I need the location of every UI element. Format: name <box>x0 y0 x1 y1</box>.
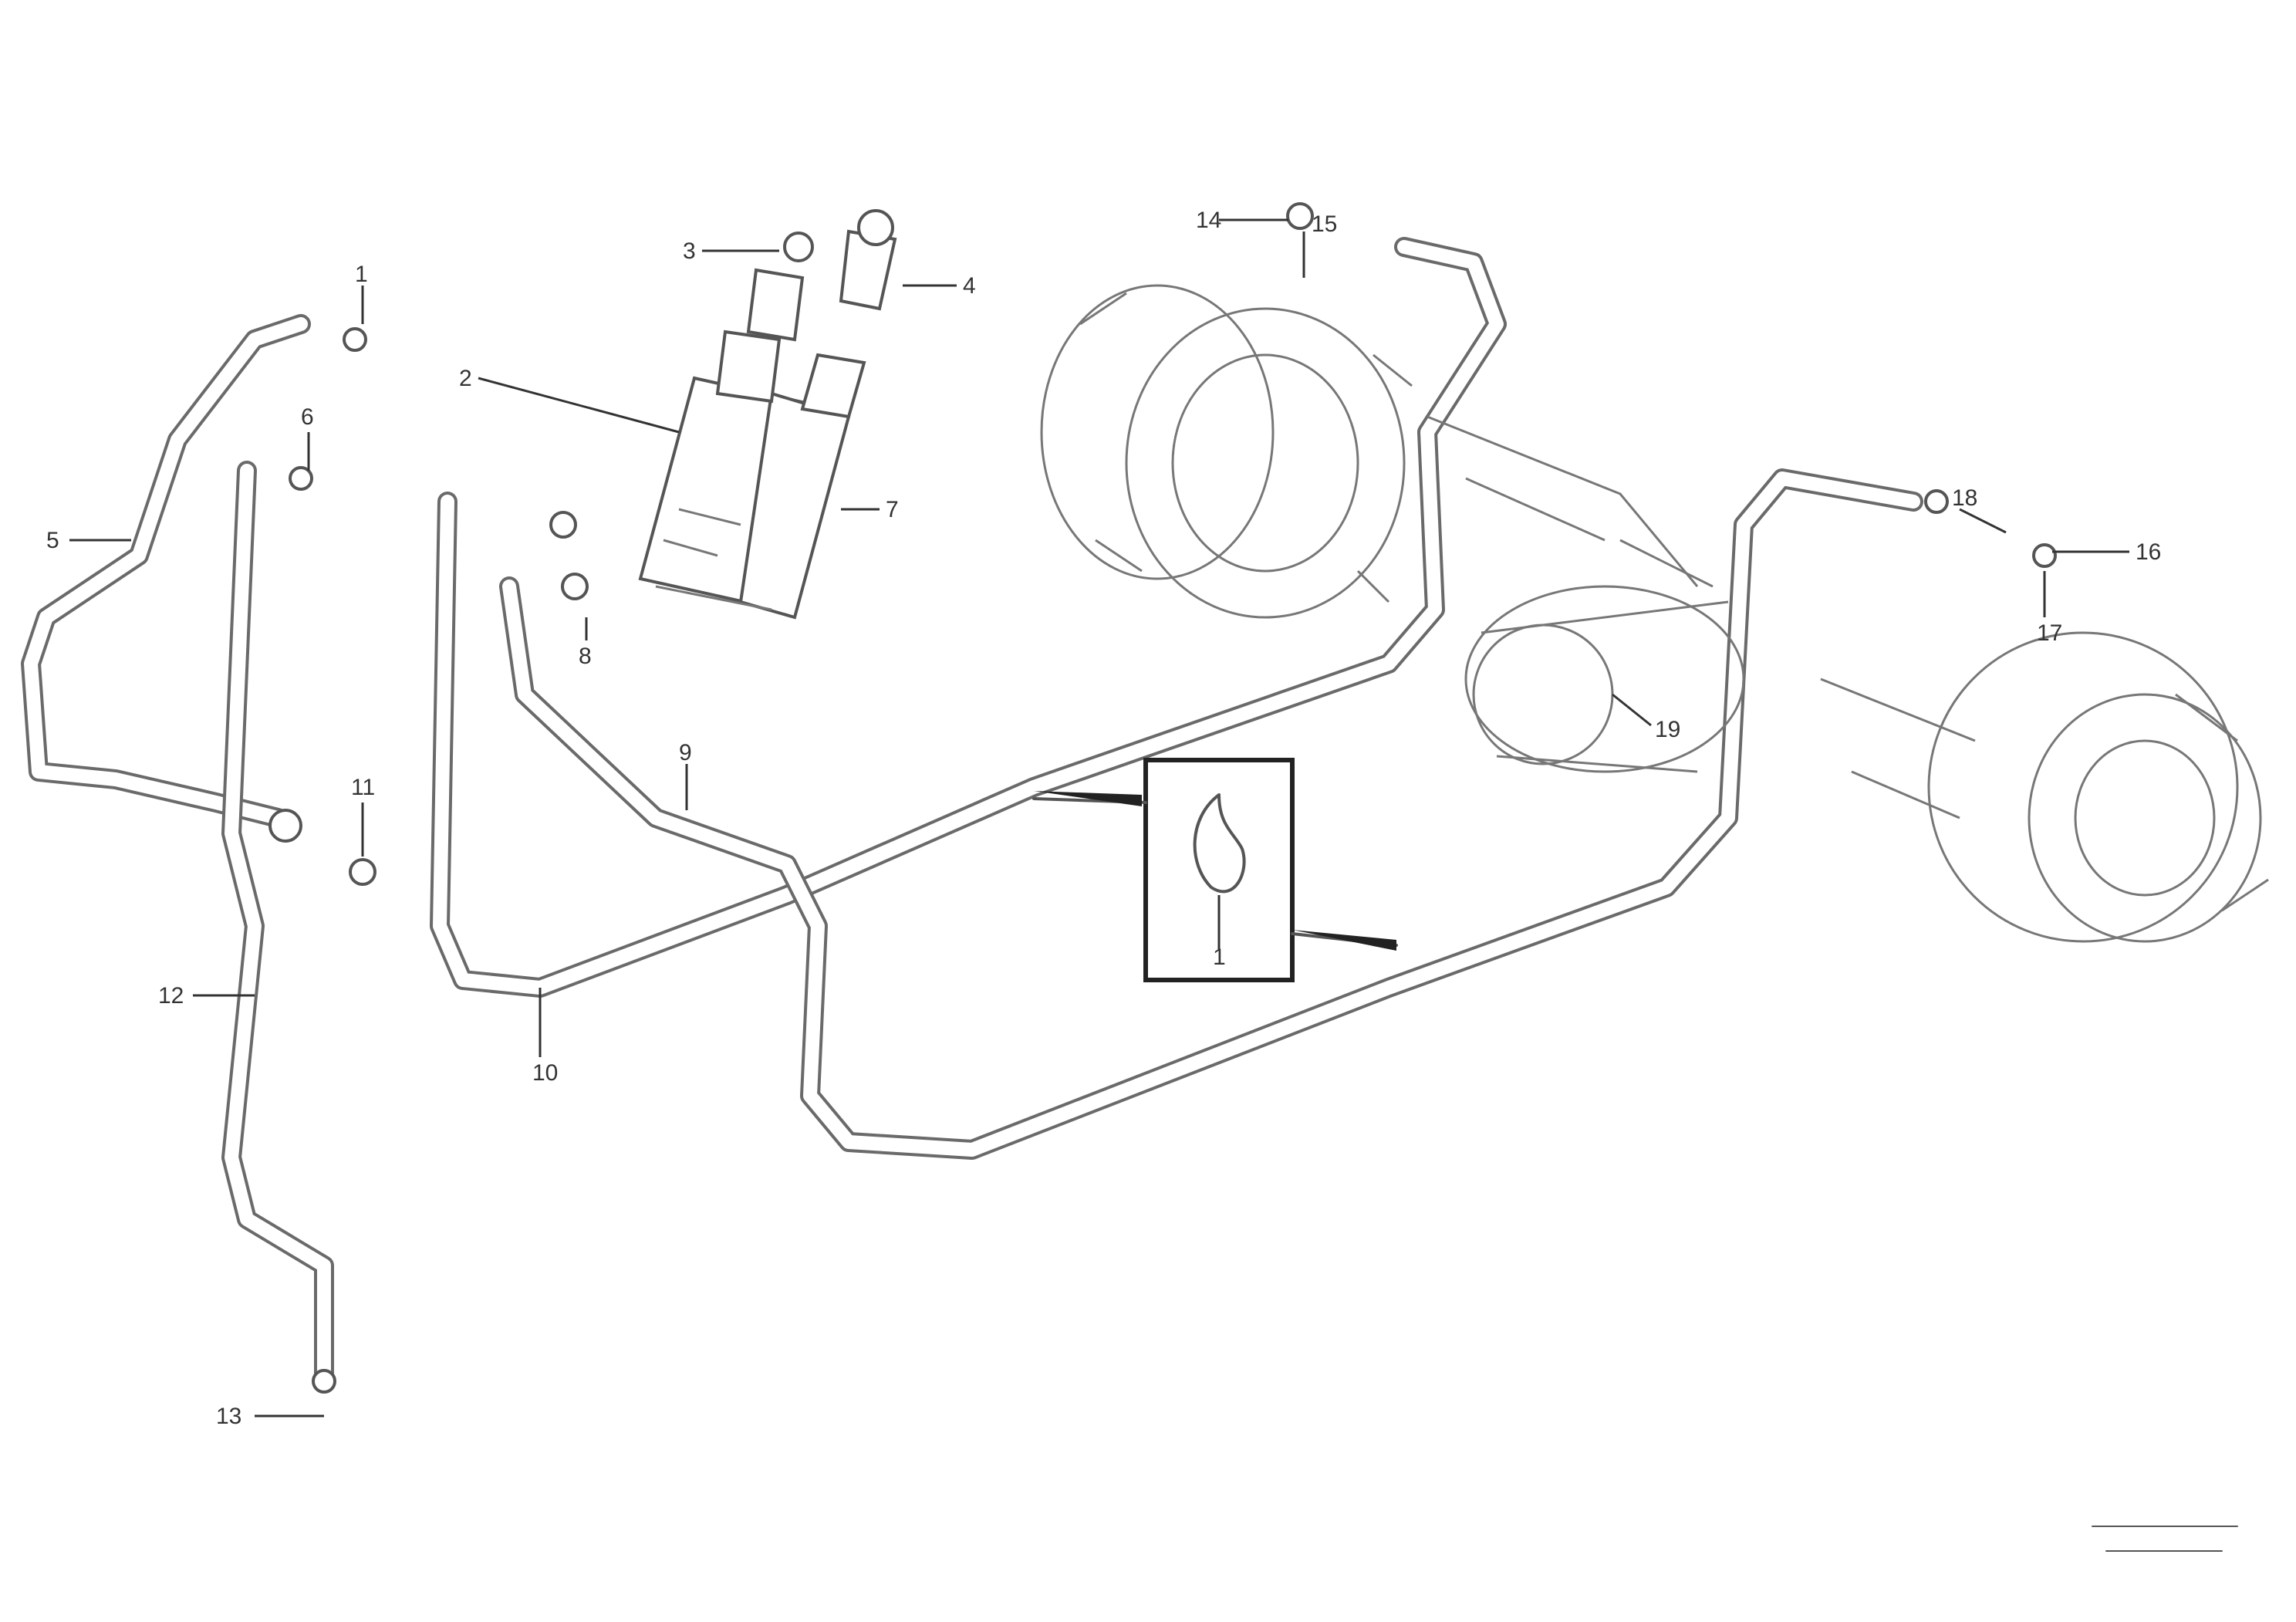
svg-text:3: 3 <box>683 238 696 264</box>
svg-text:13: 13 <box>216 1404 241 1429</box>
svg-text:16: 16 <box>2136 539 2161 565</box>
svg-text:2: 2 <box>459 366 472 391</box>
callout-15: 15 <box>1302 211 1337 278</box>
svg-text:8: 8 <box>579 644 592 669</box>
pipe-group <box>21 237 1923 1384</box>
svg-text:1: 1 <box>355 262 368 287</box>
callout-6: 6 <box>301 404 314 471</box>
svg-text:5: 5 <box>46 528 59 553</box>
callout-11: 11 <box>351 775 375 857</box>
svg-text:18: 18 <box>1952 485 1977 511</box>
callout-1: 1 <box>355 262 368 324</box>
callout-18: 18 <box>1952 485 2007 534</box>
callout-4: 4 <box>903 273 976 299</box>
axle-center-assembly <box>1464 539 1745 773</box>
inset-detail: 1 <box>1032 758 1398 982</box>
svg-text:10: 10 <box>532 1060 558 1086</box>
callout-2: 2 <box>459 366 680 434</box>
svg-text:4: 4 <box>963 273 976 299</box>
fittings <box>268 202 2057 1394</box>
valve-block <box>638 209 897 620</box>
callout-16: 16 <box>2052 539 2161 565</box>
svg-text:19: 19 <box>1655 717 1680 742</box>
svg-text:14: 14 <box>1196 208 1221 233</box>
callout-3: 3 <box>683 238 779 264</box>
callout-8: 8 <box>579 617 592 669</box>
svg-text:6: 6 <box>301 404 314 430</box>
callout-19: 19 <box>1612 693 1680 742</box>
callout-5: 5 <box>46 528 131 553</box>
callout-17: 17 <box>2037 571 2062 646</box>
callout-9: 9 <box>679 740 692 810</box>
callout-group: 1 2 3 4 5 6 7 8 <box>46 208 2161 1429</box>
svg-text:9: 9 <box>679 740 692 765</box>
svg-text:15: 15 <box>1312 211 1337 237</box>
svg-text:12: 12 <box>158 983 184 1009</box>
svg-text:7: 7 <box>886 497 899 522</box>
svg-text:17: 17 <box>2037 620 2062 646</box>
callout-14: 14 <box>1196 208 1288 233</box>
callout-7: 7 <box>841 497 899 522</box>
axle-left-assembly <box>1040 284 1699 619</box>
left-loop-pipe <box>21 314 311 828</box>
callout-13: 13 <box>216 1404 324 1429</box>
svg-text:11: 11 <box>351 775 375 800</box>
axle-right-assembly <box>1820 631 2269 943</box>
inset-label: 1 <box>1213 944 1226 970</box>
callout-12: 12 <box>158 983 255 1009</box>
valve-return-pipe <box>430 237 1507 998</box>
callout-10: 10 <box>532 988 558 1086</box>
drawing-stamp <box>2092 1526 2238 1552</box>
